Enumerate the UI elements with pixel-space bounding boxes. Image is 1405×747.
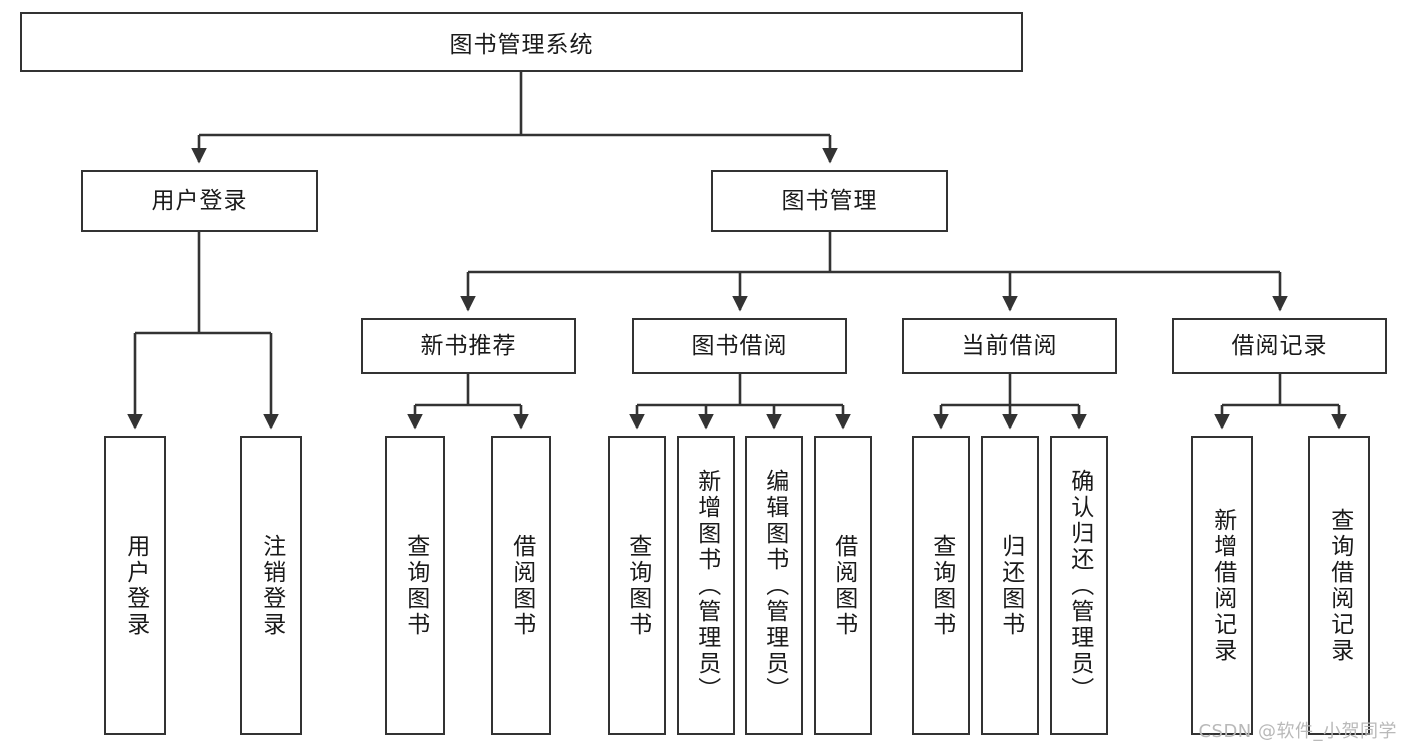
node-leaf-edit-book-label: 编辑图书（管理员） xyxy=(761,468,788,703)
node-leaf-user-login[interactable]: 用户登录 xyxy=(104,436,166,735)
node-new-book-rec[interactable]: 新书推荐 xyxy=(361,318,576,374)
node-new-book-rec-label: 新书推荐 xyxy=(420,332,517,359)
node-leaf-return-book-label: 归还图书 xyxy=(997,533,1024,638)
node-user-login-label: 用户登录 xyxy=(151,187,248,214)
node-leaf-cur-query-label: 查询图书 xyxy=(928,533,955,638)
node-borrow-record-label: 借阅记录 xyxy=(1231,332,1328,359)
node-leaf-borrow-book-label: 借阅图书 xyxy=(830,533,857,638)
node-leaf-query-record[interactable]: 查询借阅记录 xyxy=(1308,436,1370,735)
node-leaf-logout-label: 注销登录 xyxy=(258,533,285,638)
node-leaf-add-book[interactable]: 新增图书（管理员） xyxy=(677,436,735,735)
node-leaf-rec-query-label: 查询图书 xyxy=(402,533,429,638)
watermark-csdn: CSDN @软件_小贺同学 xyxy=(1198,721,1397,742)
node-user-login[interactable]: 用户登录 xyxy=(81,170,318,232)
node-book-manage-label: 图书管理 xyxy=(781,187,878,214)
node-leaf-rec-borrow[interactable]: 借阅图书 xyxy=(491,436,551,735)
node-current-borrow[interactable]: 当前借阅 xyxy=(902,318,1117,374)
node-root-label: 图书管理系统 xyxy=(449,32,594,58)
node-leaf-edit-book[interactable]: 编辑图书（管理员） xyxy=(745,436,803,735)
node-leaf-return-book[interactable]: 归还图书 xyxy=(981,436,1039,735)
node-leaf-borrow-query[interactable]: 查询图书 xyxy=(608,436,666,735)
node-book-manage[interactable]: 图书管理 xyxy=(711,170,948,232)
node-leaf-borrow-book[interactable]: 借阅图书 xyxy=(814,436,872,735)
node-book-borrow-label: 图书借阅 xyxy=(691,332,788,359)
node-root[interactable]: 图书管理系统 xyxy=(20,12,1023,72)
node-leaf-rec-query[interactable]: 查询图书 xyxy=(385,436,445,735)
node-leaf-confirm-return-label: 确认归还（管理员） xyxy=(1066,468,1093,703)
node-leaf-query-record-label: 查询借阅记录 xyxy=(1326,507,1353,664)
node-current-borrow-label: 当前借阅 xyxy=(961,332,1058,359)
node-leaf-add-book-label: 新增图书（管理员） xyxy=(693,468,720,703)
node-leaf-add-record-label: 新增借阅记录 xyxy=(1209,507,1236,664)
node-leaf-user-login-label: 用户登录 xyxy=(122,533,149,638)
node-leaf-confirm-return[interactable]: 确认归还（管理员） xyxy=(1050,436,1108,735)
node-leaf-logout[interactable]: 注销登录 xyxy=(240,436,302,735)
node-leaf-add-record[interactable]: 新增借阅记录 xyxy=(1191,436,1253,735)
node-leaf-borrow-query-label: 查询图书 xyxy=(624,533,651,638)
node-leaf-rec-borrow-label: 借阅图书 xyxy=(508,533,535,638)
node-book-borrow[interactable]: 图书借阅 xyxy=(632,318,847,374)
node-borrow-record[interactable]: 借阅记录 xyxy=(1172,318,1387,374)
node-leaf-cur-query[interactable]: 查询图书 xyxy=(912,436,970,735)
